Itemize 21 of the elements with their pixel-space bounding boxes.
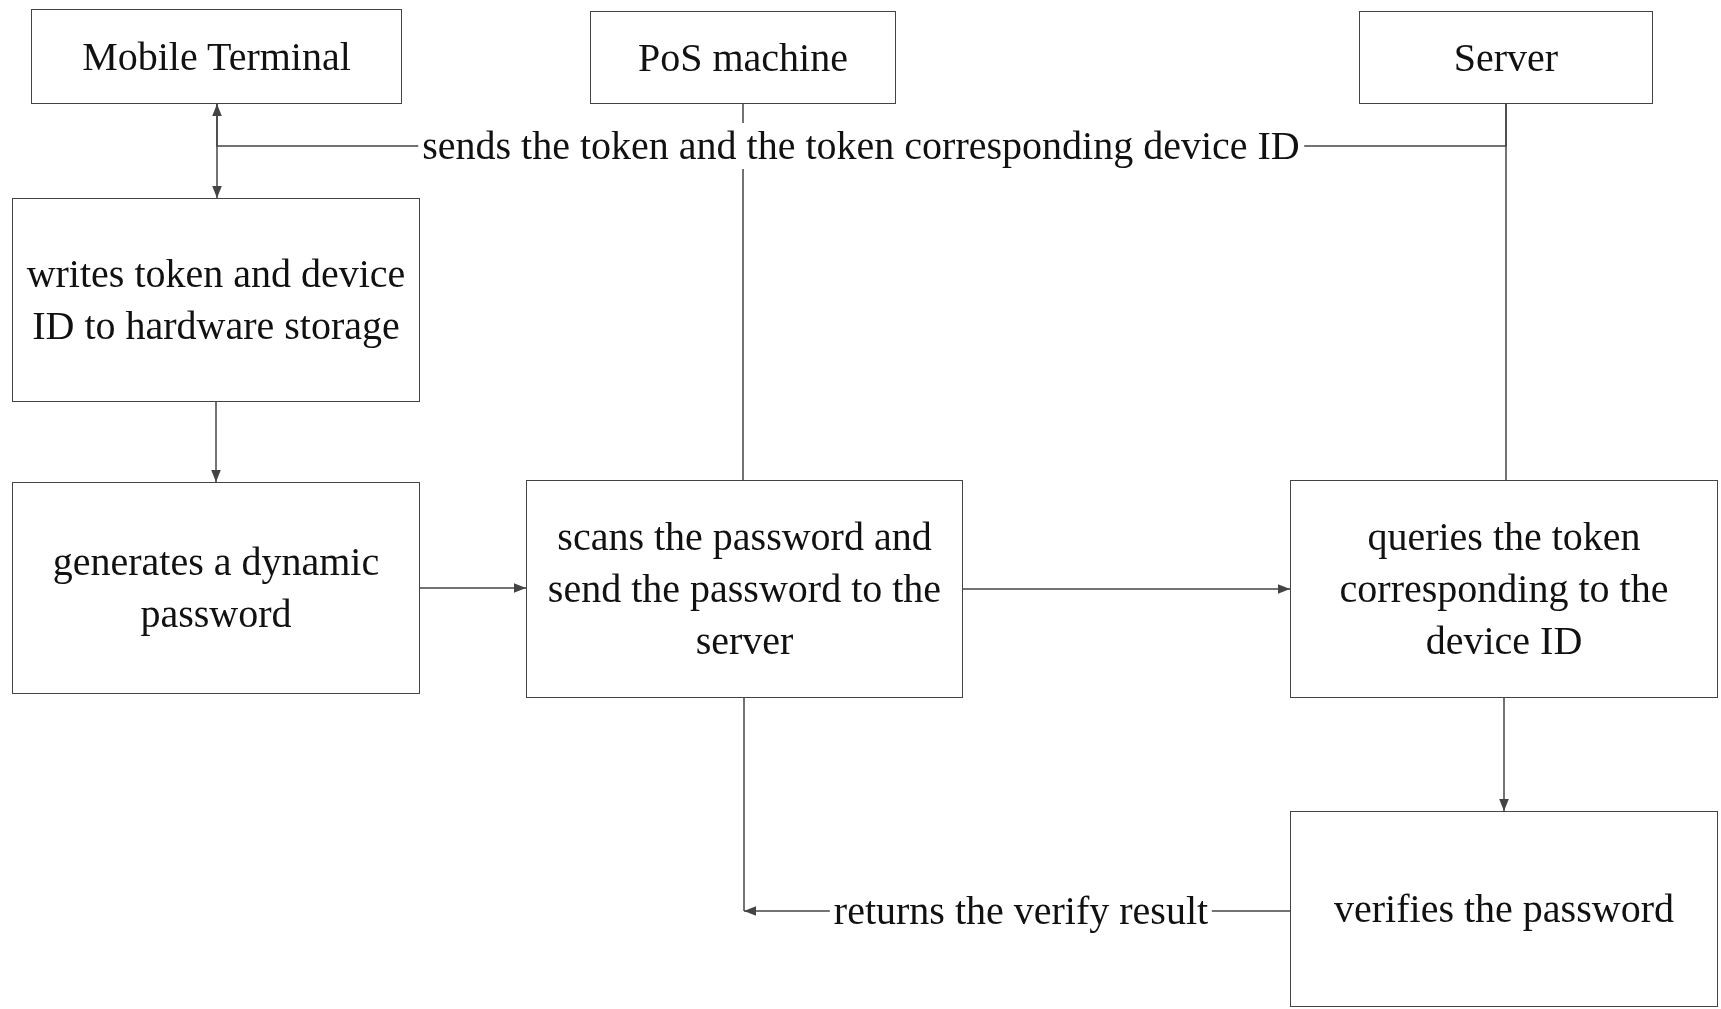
process-box — [1290, 811, 1718, 1007]
process-box — [1359, 11, 1653, 104]
connector-arrow — [962, 584, 1291, 594]
process-box — [31, 9, 402, 104]
box-label: generates a dynamic password — [51, 538, 381, 638]
edge-label: sends the token and the token corresponding device ID — [418, 123, 1304, 169]
box-label: Server — [1453, 33, 1559, 82]
connector-arrow — [211, 401, 221, 483]
box-label: Mobile Terminal — [82, 32, 351, 81]
box-label: writes token and device ID to hardware storage — [25, 250, 407, 350]
process-box — [526, 480, 963, 698]
box-label: PoS machine — [638, 33, 848, 82]
process-box — [12, 198, 420, 402]
box-label: verifies the password — [1334, 885, 1674, 933]
process-box — [1290, 480, 1718, 698]
box-label: queries the token corresponding to the device ID — [1338, 513, 1670, 665]
box-label: scans the password and send the password to the server — [546, 513, 943, 665]
process-box — [12, 482, 420, 694]
connector-arrow — [1499, 697, 1509, 812]
connector-arrow — [419, 583, 527, 593]
process-box — [590, 11, 896, 104]
